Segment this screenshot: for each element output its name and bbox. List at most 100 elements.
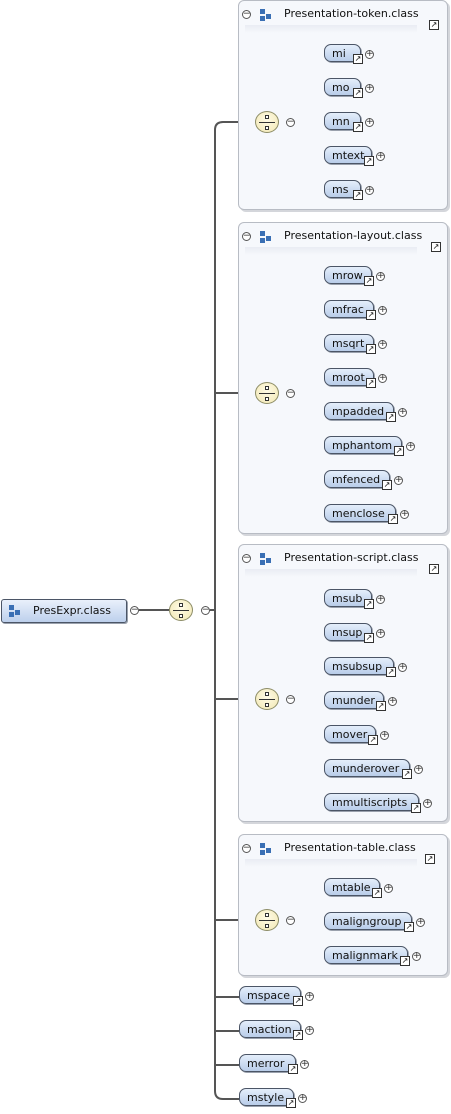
jump-icon[interactable]: ↗ (368, 735, 378, 745)
jump-icon[interactable]: ↗ (353, 122, 363, 132)
element-mtext[interactable]: mtext↗ (324, 146, 374, 166)
element-mtable[interactable]: mtable↗ (324, 878, 382, 898)
compositor-collapse-icon[interactable]: − (286, 915, 295, 925)
jump-icon[interactable]: ↗ (386, 412, 396, 422)
element-msub[interactable]: msub↗ (324, 589, 374, 609)
expand-icon[interactable]: + (414, 764, 423, 774)
jump-icon[interactable]: ↗ (411, 803, 421, 813)
expand-icon[interactable]: + (365, 117, 374, 127)
table-sequence-compositor[interactable] (255, 909, 279, 931)
element-ms[interactable]: ms↗ (324, 180, 363, 200)
element-merror[interactable]: merror↗ (239, 1054, 298, 1074)
root-collapse-icon[interactable]: − (130, 605, 139, 615)
script-sequence-compositor[interactable] (255, 688, 279, 710)
group-collapse-icon[interactable]: − (242, 843, 251, 853)
expand-icon[interactable]: + (406, 441, 415, 451)
token-sequence-compositor[interactable] (255, 111, 279, 133)
expand-icon[interactable]: + (380, 730, 389, 740)
jump-icon[interactable]: ↗ (286, 1098, 296, 1108)
expand-icon[interactable]: + (305, 991, 314, 1001)
compositor-collapse-icon[interactable]: − (286, 694, 295, 704)
element-mover[interactable]: mover↗ (324, 725, 378, 745)
root-compositor-collapse-icon[interactable]: − (201, 605, 210, 615)
expand-icon[interactable]: + (376, 151, 385, 161)
element-mroot[interactable]: mroot↗ (324, 368, 376, 388)
jump-icon[interactable]: ↗ (429, 564, 439, 574)
expand-icon[interactable]: + (376, 594, 385, 604)
expand-icon[interactable]: + (398, 662, 407, 672)
expand-icon[interactable]: + (365, 185, 374, 195)
group-collapse-icon[interactable]: − (242, 553, 251, 563)
jump-icon[interactable]: ↗ (402, 769, 412, 779)
jump-icon[interactable]: ↗ (431, 242, 441, 252)
jump-icon[interactable]: ↗ (394, 446, 404, 456)
expand-icon[interactable]: + (416, 917, 425, 927)
jump-icon[interactable]: ↗ (353, 190, 363, 200)
element-mpadded[interactable]: mpadded↗ (324, 402, 396, 422)
element-mfenced[interactable]: mfenced↗ (324, 470, 392, 490)
element-mo[interactable]: mo↗ (324, 78, 363, 98)
jump-icon[interactable]: ↗ (382, 480, 392, 490)
expand-icon[interactable]: + (378, 305, 387, 315)
element-mstyle[interactable]: mstyle↗ (239, 1088, 296, 1108)
compositor-collapse-icon[interactable]: − (286, 117, 295, 127)
jump-icon[interactable]: ↗ (372, 888, 382, 898)
group-collapse-icon[interactable]: − (242, 231, 251, 241)
element-maligngroup[interactable]: maligngroup↗ (324, 912, 414, 932)
element-menclose[interactable]: menclose↗ (324, 504, 398, 524)
jump-icon[interactable]: ↗ (364, 156, 374, 166)
expand-icon[interactable]: + (412, 951, 421, 961)
jump-icon[interactable]: ↗ (364, 633, 374, 643)
jump-icon[interactable]: ↗ (366, 344, 376, 354)
element-mmultiscripts[interactable]: mmultiscripts↗ (324, 793, 421, 813)
jump-icon[interactable]: ↗ (364, 599, 374, 609)
element-mrow[interactable]: mrow↗ (324, 266, 374, 286)
expand-icon[interactable]: + (423, 798, 432, 808)
element-msqrt[interactable]: msqrt↗ (324, 334, 376, 354)
expand-icon[interactable]: + (398, 407, 407, 417)
element-munder[interactable]: munder↗ (324, 691, 386, 711)
element-mfrac[interactable]: mfrac↗ (324, 300, 376, 320)
element-munderover[interactable]: munderover↗ (324, 759, 412, 779)
element-msubsup[interactable]: msubsup↗ (324, 657, 396, 677)
jump-icon[interactable]: ↗ (288, 1064, 298, 1074)
expand-icon[interactable]: + (378, 339, 387, 349)
jump-icon[interactable]: ↗ (293, 996, 303, 1006)
element-msup[interactable]: msup↗ (324, 623, 374, 643)
group-collapse-icon[interactable]: − (242, 9, 251, 19)
jump-icon[interactable]: ↗ (400, 956, 410, 966)
jump-icon[interactable]: ↗ (388, 514, 398, 524)
expand-icon[interactable]: + (376, 271, 385, 281)
element-malignmark[interactable]: malignmark↗ (324, 946, 410, 966)
jump-icon[interactable]: ↗ (366, 378, 376, 388)
jump-icon[interactable]: ↗ (364, 276, 374, 286)
expand-icon[interactable]: + (365, 49, 374, 59)
jump-icon[interactable]: ↗ (425, 854, 435, 864)
element-mn[interactable]: mn↗ (324, 112, 363, 132)
element-mphantom[interactable]: mphantom↗ (324, 436, 404, 456)
element-mi[interactable]: mi↗ (324, 44, 363, 64)
root-node-presexpr[interactable]: PresExpr.class (1, 599, 127, 623)
jump-icon[interactable]: ↗ (293, 1030, 303, 1040)
jump-icon[interactable]: ↗ (353, 54, 363, 64)
jump-icon[interactable]: ↗ (429, 20, 439, 30)
expand-icon[interactable]: + (365, 83, 374, 93)
expand-icon[interactable]: + (394, 475, 403, 485)
expand-icon[interactable]: + (388, 696, 397, 706)
element-maction[interactable]: maction↗ (239, 1020, 303, 1040)
jump-icon[interactable]: ↗ (386, 667, 396, 677)
compositor-collapse-icon[interactable]: − (286, 388, 295, 398)
expand-icon[interactable]: + (300, 1059, 309, 1069)
expand-icon[interactable]: + (378, 373, 387, 383)
expand-icon[interactable]: + (376, 628, 385, 638)
expand-icon[interactable]: + (305, 1025, 314, 1035)
jump-icon[interactable]: ↗ (404, 922, 414, 932)
jump-icon[interactable]: ↗ (376, 701, 386, 711)
expand-icon[interactable]: + (298, 1093, 307, 1103)
expand-icon[interactable]: + (384, 883, 393, 893)
root-sequence-compositor[interactable] (169, 599, 193, 621)
expand-icon[interactable]: + (400, 509, 409, 519)
jump-icon[interactable]: ↗ (366, 310, 376, 320)
jump-icon[interactable]: ↗ (353, 88, 363, 98)
element-mspace[interactable]: mspace↗ (239, 986, 303, 1006)
